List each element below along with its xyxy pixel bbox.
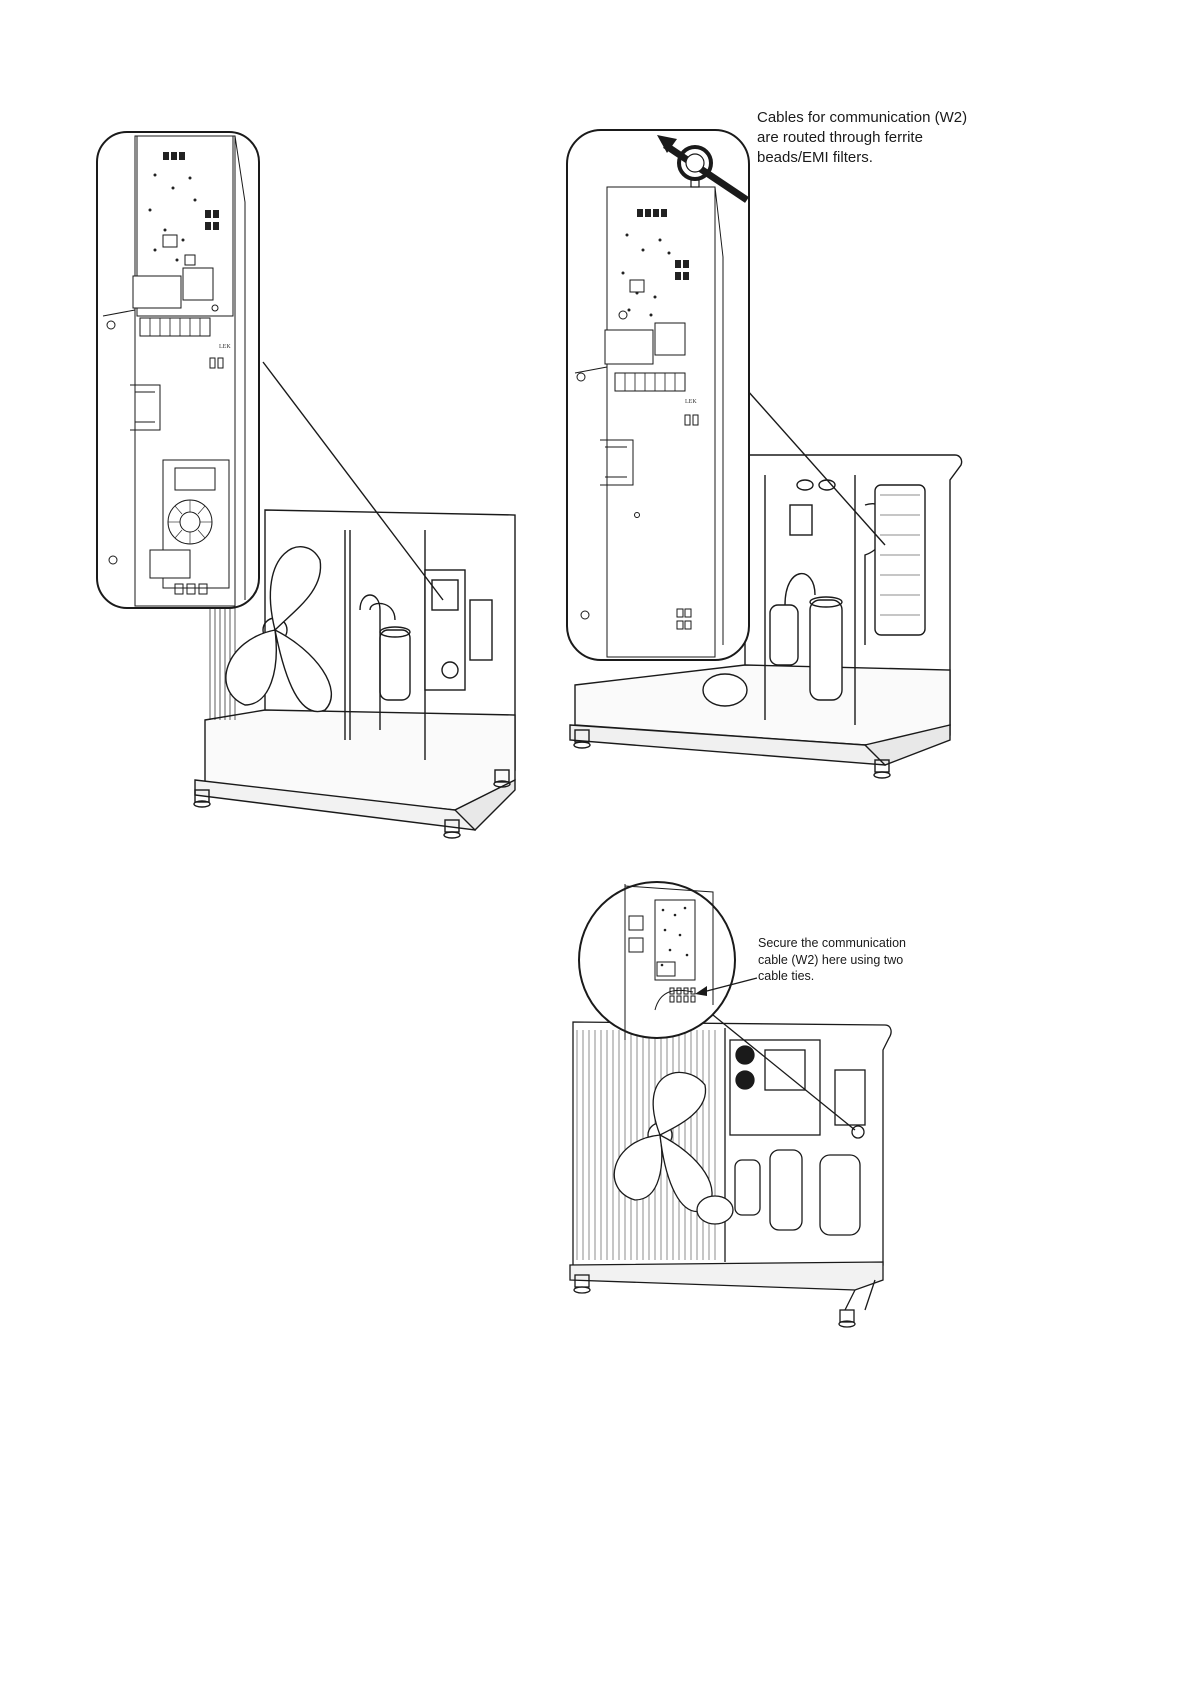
outdoor-unit-illustration	[570, 1022, 891, 1327]
ferrite-routing-caption: Cables for communication (W2) are routed…	[757, 108, 987, 167]
caption-line: are routed through ferrite	[757, 128, 987, 148]
caption-line: cable ties.	[758, 968, 928, 985]
board-marking-top-right: LEK	[685, 399, 697, 405]
heat-pump-figure-top-left: LEK	[95, 130, 555, 890]
ferrite-toroid-icon	[168, 500, 212, 544]
caption-line: beads/EMI filters.	[757, 148, 987, 168]
board-marking-top-left: LEK	[219, 344, 231, 350]
cable-tie-caption: Secure the communication cable (W2) here…	[758, 935, 928, 985]
caption-line: cable (W2) here using two	[758, 952, 928, 969]
caption-line: Cables for communication (W2)	[757, 108, 987, 128]
heat-pump-figure-top-right: LEK	[565, 125, 975, 825]
caption-line: Secure the communication	[758, 935, 928, 952]
